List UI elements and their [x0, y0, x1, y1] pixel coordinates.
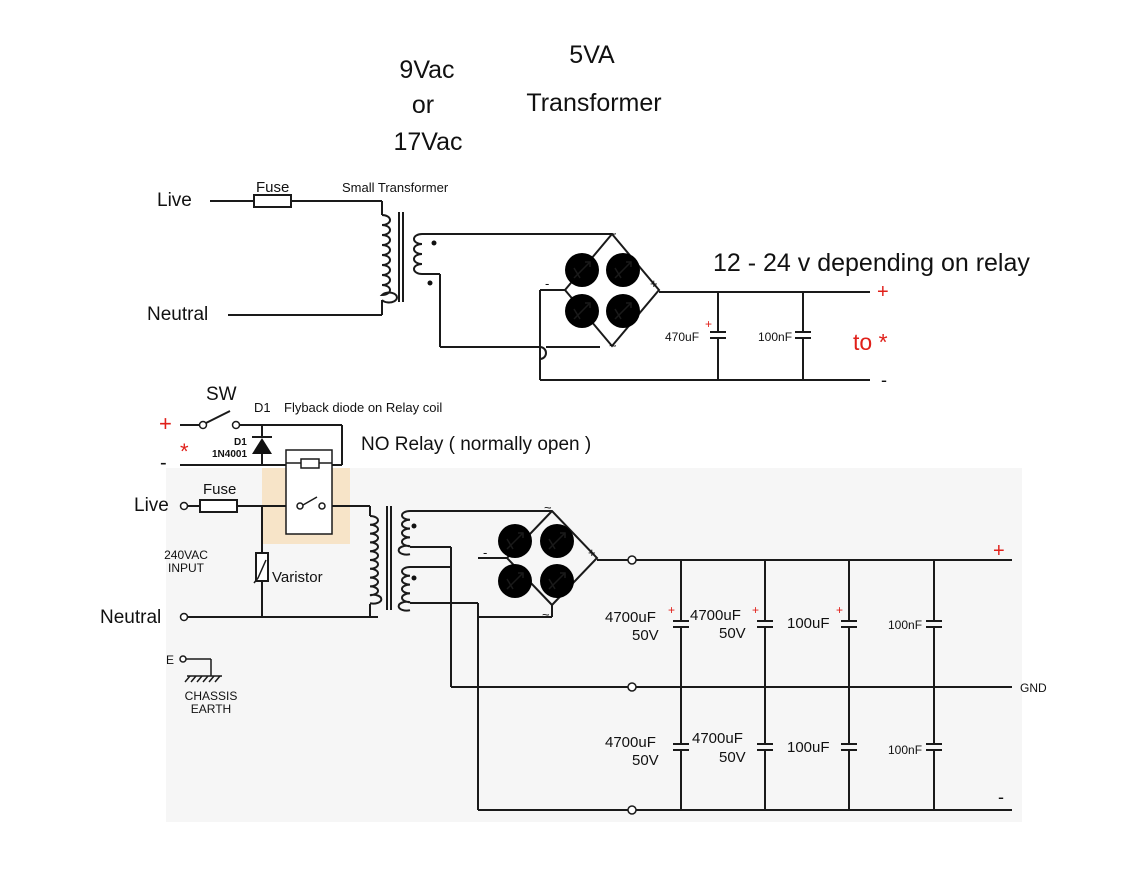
- upper-cap3-value: 100uF: [787, 615, 830, 632]
- top-primary-coil: [379, 214, 398, 304]
- cap-column-4: [926, 560, 942, 810]
- switch-plus: +: [159, 411, 172, 436]
- earth-line1: CHASSIS: [185, 689, 238, 703]
- upper-cap2-plus: +: [752, 603, 759, 617]
- cap-column-1: [673, 560, 689, 810]
- top-cap1-plus: +: [705, 317, 712, 331]
- top-output-plus: +: [877, 281, 889, 303]
- earth-e-label: E: [166, 653, 174, 667]
- bottom-out-plus: +: [993, 540, 1005, 562]
- top-fuse-label: Fuse: [256, 179, 289, 196]
- header-va-line1: 5VA: [569, 41, 615, 69]
- varistor-label: Varistor: [272, 569, 323, 586]
- upper-cap1-voltage: 50V: [632, 627, 659, 644]
- earth-line2: EARTH: [191, 702, 231, 716]
- cap-column-3: [841, 560, 857, 810]
- bottom-secondary-coil-upper: [397, 510, 411, 556]
- top-bridge-ac-2: ~: [609, 338, 617, 353]
- upper-cap1-value: 4700uF: [605, 609, 656, 626]
- top-live-label: Live: [157, 190, 192, 211]
- top-cap2-label: 100nF: [758, 330, 792, 344]
- bottom-bridge-ac-2: ~: [542, 607, 550, 622]
- lower-cap4-value: 100nF: [888, 743, 922, 757]
- lower-cap2-value: 4700uF: [692, 730, 743, 747]
- top-bridge-plus: +: [650, 276, 658, 291]
- upper-cap2-value: 4700uF: [690, 607, 741, 624]
- bottom-bridge-plus: +: [588, 545, 596, 560]
- bottom-circuit: Live Neutral Fuse 240VAC INPUT Varistor: [100, 449, 1047, 822]
- upper-cap4-value: 100nF: [888, 618, 922, 632]
- lower-cap3-value: 100uF: [787, 739, 830, 756]
- cap-column-2: [757, 560, 773, 810]
- upper-cap1-plus: +: [668, 603, 675, 617]
- top-bridge-minus: -: [545, 276, 549, 291]
- lower-cap1-value: 4700uF: [605, 734, 656, 751]
- upper-cap3-plus: +: [836, 603, 843, 617]
- d1-description: Flyback diode on Relay coil: [284, 400, 442, 415]
- header-voltage-line1: 9Vac: [399, 56, 454, 84]
- relay-switch-section: SW D1 Flyback diode on Relay coil + * - …: [159, 384, 591, 474]
- bottom-gnd-label: GND: [1020, 681, 1047, 695]
- bottom-bridge-ac-1: ~: [544, 500, 552, 515]
- input-line1: 240VAC: [164, 548, 208, 562]
- bottom-primary-coil: [369, 515, 383, 605]
- switch-sw-label: SW: [206, 384, 237, 405]
- relay-label: NO Relay ( normally open ): [361, 434, 591, 455]
- top-transformer-label: Small Transformer: [342, 180, 449, 195]
- upper-cap2-voltage: 50V: [719, 625, 746, 642]
- bottom-fuse-label: Fuse: [203, 481, 236, 498]
- top-circuit: Live Neutral Fuse Small Transformer: [147, 179, 1030, 390]
- top-neutral-label: Neutral: [147, 304, 208, 325]
- switch-minus: -: [160, 452, 167, 474]
- lower-cap2-voltage: 50V: [719, 749, 746, 766]
- top-to-label: to *: [853, 329, 888, 355]
- bottom-neutral-label: Neutral: [100, 607, 161, 628]
- top-output-label: 12 - 24 v depending on relay: [713, 249, 1030, 277]
- top-output-minus: -: [881, 370, 887, 390]
- bottom-secondary-coil-lower: [397, 566, 411, 612]
- top-cap1-label: 470uF: [665, 330, 699, 344]
- top-bridge-ac-1: ~: [609, 226, 617, 241]
- bottom-live-label: Live: [134, 495, 169, 516]
- top-bridge-rectifier: [564, 252, 641, 329]
- header-voltage-line3: 17Vac: [393, 128, 462, 156]
- diode-ref-label: D1: [234, 437, 247, 448]
- d1-title-label: D1: [254, 400, 271, 415]
- diode-part-label: 1N4001: [212, 449, 247, 460]
- top-fuse: [253, 194, 292, 208]
- bottom-out-minus: -: [998, 787, 1004, 807]
- header-voltage-line2: or: [412, 91, 434, 119]
- input-line2: INPUT: [168, 561, 205, 575]
- bottom-fuse: [199, 499, 238, 513]
- header-va-line2: Transformer: [526, 89, 661, 117]
- bottom-bridge-minus: -: [483, 545, 487, 560]
- top-secondary-coil: [413, 233, 423, 275]
- lower-cap1-voltage: 50V: [632, 752, 659, 769]
- switch-asterisk: *: [180, 439, 189, 464]
